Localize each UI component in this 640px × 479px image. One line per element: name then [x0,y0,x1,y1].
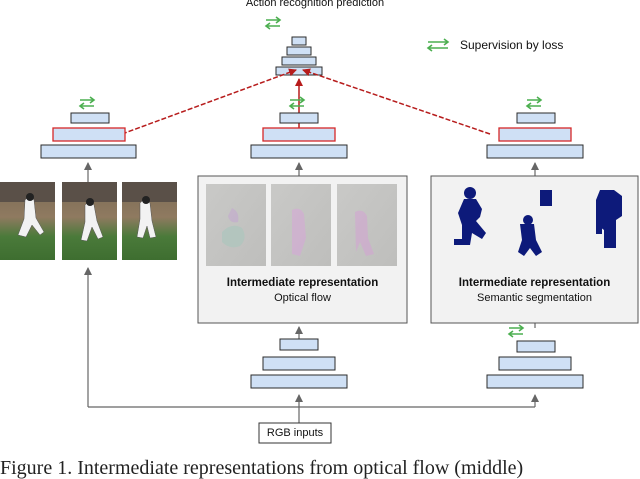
rgb-frame [0,182,55,260]
connection-arrows [84,162,539,423]
double-arrow-icon [78,96,96,110]
legend-label: Supervision by loss [460,38,564,52]
flow-encoder-network [250,338,348,389]
seg-box-title: Intermediate representation [458,277,611,289]
rgb-inputs-label: RGB inputs [266,427,324,439]
encoder-layer [262,356,336,371]
optical-flow-box [197,175,408,324]
fusion-arrow-right [302,68,491,135]
encoder-layer [279,338,319,351]
stream-layer [70,112,110,124]
prediction-network [275,36,323,76]
stream-layer [486,144,584,159]
fusion-arrow-left [121,68,297,135]
flow-box-subtitle: Optical flow [274,292,331,304]
stream-layer [40,144,137,159]
encoder-layer [516,340,556,353]
prediction-layer [291,36,307,46]
rgb-stream-network [40,96,137,159]
seg-box-subtitle: Semantic segmentation [477,292,592,304]
segmentation-encoder-network [486,324,584,389]
rgb-frame [122,182,177,260]
prediction-layer [281,56,317,66]
segmentation-stream-network [486,96,584,159]
double-arrow-icon [288,96,306,110]
flow-box-title: Intermediate representation [226,277,379,289]
segmentation-mask [454,187,622,256]
stream-layer [250,144,348,159]
double-arrow-icon [525,96,543,110]
double-arrow-icon [426,38,450,52]
diagram-title: Action recognition prediction [245,0,385,9]
rgb-frames [0,182,177,260]
stream-layer-highlighted [52,127,126,142]
segmentation-box [430,175,639,324]
double-arrow-icon [507,324,525,338]
encoder-layer [486,374,584,389]
rgb-inputs-box [258,422,332,444]
stream-layer [516,112,556,124]
encoder-layer [250,374,348,389]
encoder-layer [498,356,572,371]
flow-stream-network [250,96,348,159]
stream-layer [279,112,319,124]
prediction-layer [286,46,312,56]
rgb-frame [62,182,117,260]
double-arrow-icon [264,16,282,30]
stream-layer-highlighted [262,127,336,142]
flow-map [206,184,266,266]
fusion-arrows [121,68,491,135]
prediction-layer [275,66,323,76]
figure-caption: Figure 1. Intermediate representations f… [0,457,524,479]
stream-layer-highlighted [498,127,572,142]
